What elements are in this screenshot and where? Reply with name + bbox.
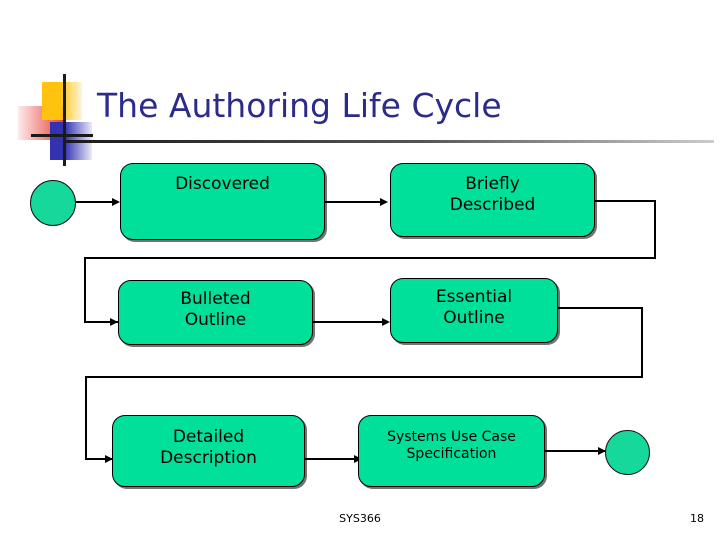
connector-discovered-to-briefly-described xyxy=(325,201,383,203)
state-briefly-described[interactable]: Briefly Described xyxy=(390,163,595,237)
final-state-node[interactable] xyxy=(605,430,650,475)
connector-row2-return-down xyxy=(641,307,643,378)
decoration-horizontal-line xyxy=(31,134,93,137)
state-briefly-described-line1: Briefly xyxy=(465,174,520,194)
arrowhead-start-to-discovered xyxy=(112,198,120,206)
state-bulleted-outline-line2: Outline xyxy=(184,309,247,330)
connector-into-detailed-description xyxy=(85,458,113,460)
state-briefly-described-line2: Described xyxy=(449,194,536,215)
footer-page-number: 18 xyxy=(690,512,704,525)
state-detailed-description[interactable]: Detailed Description xyxy=(112,415,305,487)
state-systems-use-case-specification[interactable]: Systems Use Case Specification xyxy=(358,415,545,487)
decoration-vertical-line xyxy=(63,74,66,166)
state-bulleted-outline-label: Bulleted Outline xyxy=(119,289,312,330)
connector-row2-return-right xyxy=(558,307,643,309)
initial-state-node[interactable] xyxy=(30,180,76,226)
state-briefly-described-label: Briefly Described xyxy=(391,174,594,215)
state-systems-use-case-line2: Specification xyxy=(406,446,497,463)
state-essential-outline-line2: Outline xyxy=(443,307,505,328)
state-bulleted-outline[interactable]: Bulleted Outline xyxy=(118,280,313,345)
state-essential-outline-line1: Essential xyxy=(435,287,513,307)
state-discovered-label: Discovered xyxy=(175,174,270,194)
arrowhead-bulleted-to-essential xyxy=(382,318,390,326)
connector-row2-return-left xyxy=(85,376,643,378)
connector-row1-return-down-to-row2 xyxy=(84,257,86,323)
footer-course-code: SYS366 xyxy=(339,512,381,525)
arrowhead-into-bulleted-outline xyxy=(110,318,118,326)
connector-start-to-discovered xyxy=(76,201,118,203)
connector-to-final-state xyxy=(545,450,605,452)
state-detailed-description-label: Detailed Description xyxy=(113,427,304,468)
arrowhead-into-detailed-description xyxy=(105,455,113,463)
decoration-yellow-square xyxy=(42,82,82,120)
connector-row1-return-right xyxy=(595,200,656,202)
state-detailed-description-line1: Detailed xyxy=(172,427,245,447)
page-title: The Authoring Life Cycle xyxy=(97,86,502,125)
state-bulleted-outline-line1: Bulleted xyxy=(180,289,251,309)
state-discovered[interactable]: Discovered xyxy=(120,163,325,240)
state-systems-use-case-specification-label: Systems Use Case Specification xyxy=(359,429,544,463)
state-detailed-description-line2: Description xyxy=(160,447,257,468)
connector-bulleted-to-essential xyxy=(313,321,386,323)
connector-into-bulleted-outline xyxy=(84,321,118,323)
connector-row2-return-down-to-row3 xyxy=(85,376,87,460)
connector-detailed-to-systems-use-case xyxy=(305,458,360,460)
title-underline-rule xyxy=(66,140,714,143)
connector-row1-return-down xyxy=(654,200,656,259)
state-essential-outline[interactable]: Essential Outline xyxy=(390,278,558,343)
state-essential-outline-label: Essential Outline xyxy=(391,287,557,328)
connector-row1-return-left xyxy=(84,257,656,259)
state-systems-use-case-line1: Systems Use Case xyxy=(387,429,516,445)
arrowhead-to-final-state xyxy=(598,447,606,455)
arrowhead-discovered-to-briefly-described xyxy=(380,198,388,206)
